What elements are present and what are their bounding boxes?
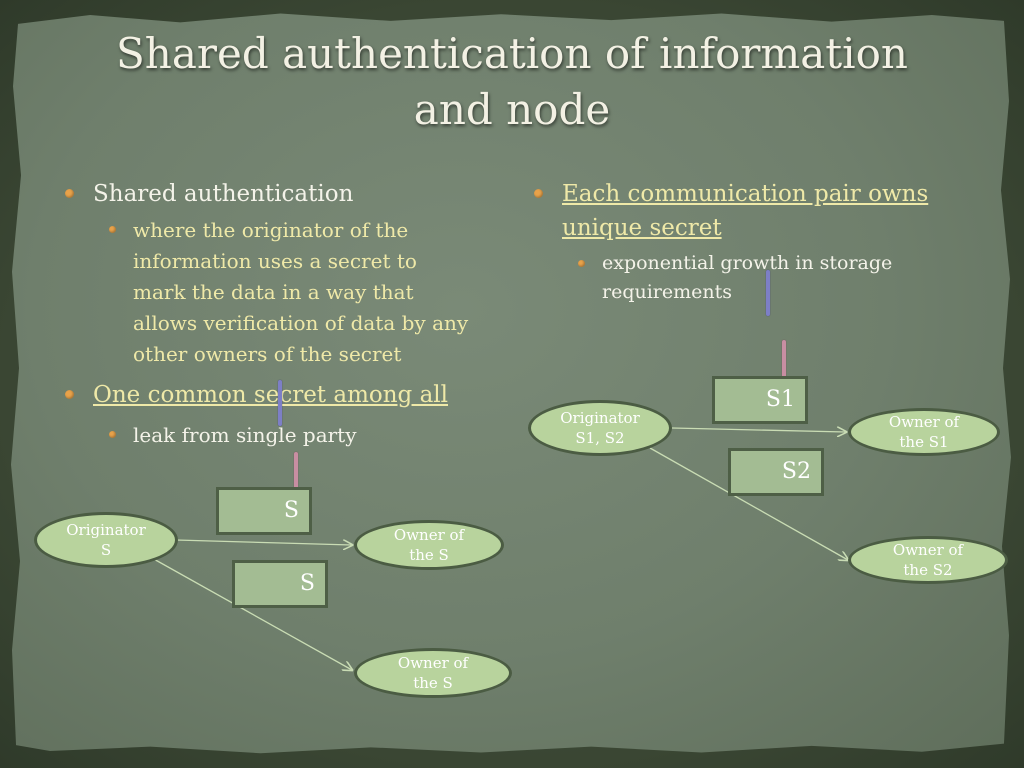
left-arrow-to-owner-1	[175, 539, 352, 545]
pink-pin-icon	[294, 452, 298, 500]
text-line: where the originator of the	[133, 218, 409, 242]
text-line: requirements	[602, 281, 733, 303]
owner-node-2: Owner of the S	[354, 648, 512, 698]
left-bullet-one-common-secret: One common secret among all	[65, 378, 448, 412]
text-line: other owners of the secret	[133, 342, 402, 366]
blue-pin-icon	[278, 380, 282, 426]
bullet-dot	[534, 189, 543, 198]
blue-pin-icon	[766, 270, 770, 316]
text-line: allows verification of data by any	[133, 311, 469, 335]
title-line-1: Shared authentication of information	[116, 29, 908, 78]
owner-node-s1: Owner of the S1	[848, 408, 1000, 456]
title-line-2: and node	[413, 85, 611, 134]
text-line: Each communication pair owns	[562, 181, 929, 207]
text-line: information uses a secret to	[133, 249, 417, 273]
left-arrow-to-owner-2	[151, 557, 352, 670]
owner-node-1: Owner of the S	[354, 520, 504, 570]
secret-box-bottom: S	[232, 560, 328, 608]
right-arrow-to-owner-1	[671, 428, 846, 432]
left-sub-bullet-originator-secret: where the originator of the information …	[109, 215, 503, 370]
secret-box-s1: S1	[712, 376, 808, 424]
originator-node: Originator S	[34, 512, 178, 568]
right-bullet-each-pair-unique-secret: Each communication pair owns unique secr…	[534, 177, 929, 245]
originator-node: Originator S1, S2	[528, 400, 672, 456]
bullet-dot	[109, 226, 116, 233]
left-bullet-shared-authentication: Shared authentication	[65, 177, 353, 211]
right-arrow-to-owner-2	[649, 447, 848, 560]
text-line: mark the data in a way that	[133, 280, 414, 304]
owner-node-s2: Owner of the S2	[848, 536, 1008, 584]
text-line: unique secret	[562, 215, 722, 241]
text-line: exponential growth in storage	[602, 252, 893, 274]
secret-box-top: S	[216, 487, 312, 535]
bullet-dot	[65, 390, 74, 399]
slide-title: Shared authentication of information and…	[60, 26, 964, 138]
bullet-dot	[578, 260, 585, 267]
pink-pin-icon	[782, 340, 786, 388]
bullet-dot	[65, 189, 74, 198]
left-sub-bullet-leak: leak from single party	[109, 420, 357, 451]
bullet-dot	[109, 431, 116, 438]
right-sub-bullet-storage: exponential growth in storage requiremen…	[578, 249, 893, 307]
parchment-panel	[11, 13, 1011, 754]
secret-box-s2: S2	[728, 448, 824, 496]
